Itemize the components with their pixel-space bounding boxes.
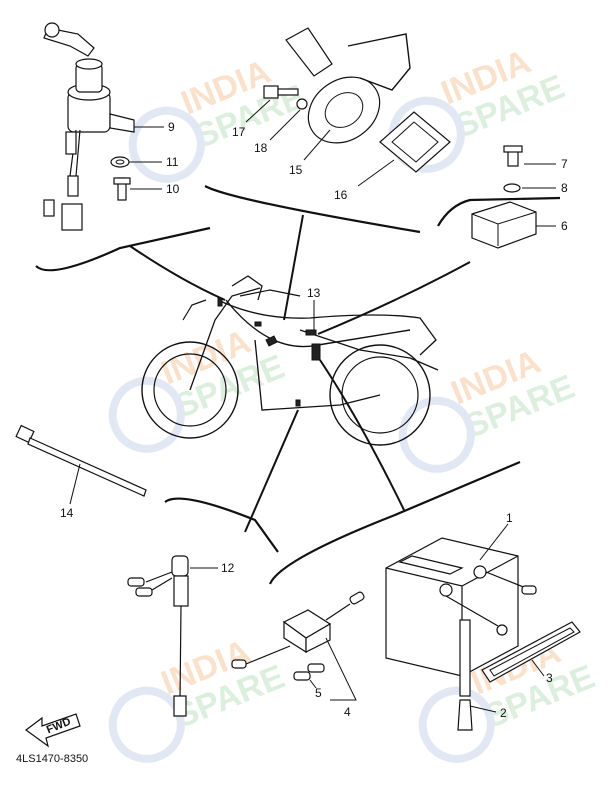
breather-pipe-end-2 bbox=[457, 699, 473, 731]
part-label-3: 3 bbox=[546, 671, 553, 685]
fuse-holder-4 bbox=[231, 591, 365, 681]
battery-band-3 bbox=[481, 621, 581, 683]
breather-pipe bbox=[459, 619, 471, 697]
motorcycle-outline bbox=[141, 275, 439, 446]
part-label-11: 11 bbox=[166, 155, 179, 169]
switch-plug-small bbox=[43, 199, 55, 217]
part-label-13: 13 bbox=[307, 286, 321, 300]
main-switch-assembly bbox=[43, 22, 135, 231]
sensor-switch-12 bbox=[127, 555, 189, 717]
forward-arrow-icon: FWD bbox=[24, 713, 81, 748]
horn-disc bbox=[307, 76, 381, 144]
part-label-5: 5 bbox=[315, 686, 322, 700]
switch-mount-tab bbox=[109, 113, 135, 133]
part-label-6: 6 bbox=[561, 219, 568, 233]
part-label-1: 1 bbox=[506, 511, 513, 525]
relay-assembly bbox=[471, 145, 537, 249]
horn-assembly bbox=[263, 27, 451, 173]
part-label-17: 17 bbox=[232, 125, 246, 139]
connector-marker bbox=[305, 329, 317, 336]
part-label-9: 9 bbox=[168, 120, 175, 134]
fuse-5b bbox=[307, 663, 325, 673]
region-dividers bbox=[35, 185, 561, 585]
part-label-10: 10 bbox=[166, 182, 180, 196]
sensor-cap bbox=[171, 555, 189, 577]
sensor-tip bbox=[173, 695, 187, 717]
sensor-body bbox=[173, 575, 189, 607]
cable-tie-14 bbox=[15, 424, 147, 497]
battery-terminal-pos bbox=[473, 565, 487, 579]
battery-assembly bbox=[385, 537, 581, 731]
sensor-terminal-a bbox=[127, 577, 145, 587]
watermark-logo: INDIA SPARE bbox=[108, 633, 290, 763]
bolt-17-head bbox=[263, 85, 279, 99]
ignition-marker bbox=[217, 297, 223, 307]
fuse-5a bbox=[293, 671, 311, 681]
battery-lead-tip bbox=[521, 585, 537, 595]
key-head bbox=[44, 22, 60, 38]
frame-marker bbox=[295, 399, 301, 407]
callouts: 9 11 10 17 18 15 16 7 8 6 13 14 bbox=[60, 99, 568, 720]
switch-plug bbox=[61, 203, 83, 231]
sensor-terminal-b bbox=[135, 587, 153, 597]
clip-marker bbox=[254, 321, 262, 327]
part-label-16: 16 bbox=[334, 188, 348, 202]
watermark-logo: INDIA SPARE bbox=[128, 53, 310, 183]
relay-unit-6 bbox=[471, 201, 537, 249]
bolt-17 bbox=[277, 88, 299, 96]
part-label-4: 4 bbox=[344, 705, 351, 719]
fuse-block-marker bbox=[311, 343, 321, 361]
washer-18 bbox=[296, 98, 308, 110]
part-label-7: 7 bbox=[561, 157, 568, 171]
horn-gasket-16 bbox=[379, 111, 451, 173]
horn-body bbox=[285, 27, 333, 77]
part-label-18: 18 bbox=[254, 141, 268, 155]
fuse-holder-terminal-b bbox=[349, 591, 365, 605]
washer-11 bbox=[110, 156, 130, 168]
battery-terminal-neg bbox=[439, 583, 453, 597]
part-label-15: 15 bbox=[289, 163, 303, 177]
switch-stem bbox=[65, 131, 77, 155]
switch-connector bbox=[67, 175, 79, 197]
part-label-14: 14 bbox=[60, 506, 74, 520]
relay-marker bbox=[265, 335, 278, 347]
washer-8 bbox=[503, 183, 521, 193]
diagram-code: 4LS1470-8350 bbox=[16, 753, 88, 765]
part-label-2: 2 bbox=[500, 706, 507, 720]
part-label-8: 8 bbox=[561, 181, 568, 195]
battery-lead-ring bbox=[496, 624, 508, 636]
fuse-holder-terminal-a bbox=[231, 659, 247, 669]
part-label-12: 12 bbox=[221, 561, 235, 575]
